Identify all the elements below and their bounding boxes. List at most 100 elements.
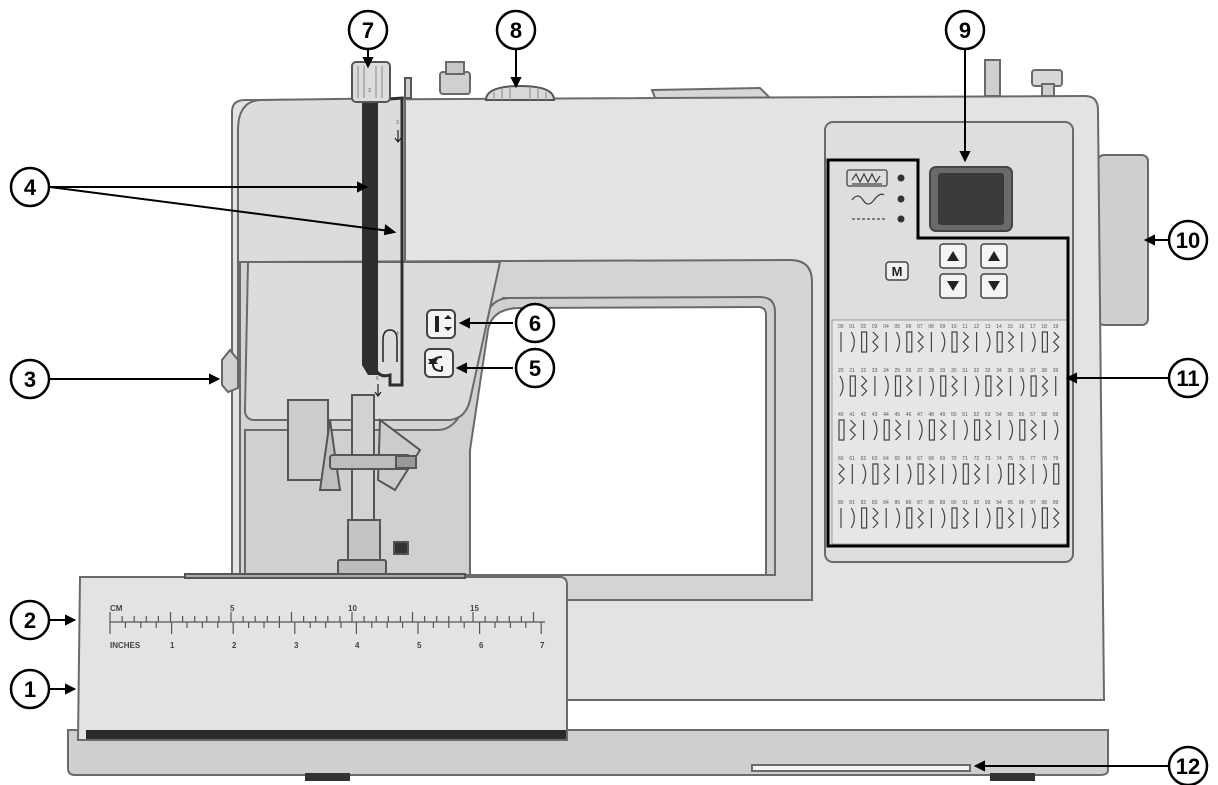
stitch-number: 11 bbox=[962, 324, 967, 330]
stitch-pattern-icon bbox=[985, 375, 992, 397]
thread-tension-dial: 3 bbox=[351, 61, 412, 103]
stitch-pattern-icon bbox=[838, 463, 845, 485]
stitch-number: 27 bbox=[917, 368, 923, 374]
stitch-number: 39 bbox=[1053, 368, 1059, 374]
stitch-number: 81 bbox=[849, 500, 855, 506]
thread-mark-3: 3 bbox=[396, 120, 399, 126]
stitch-number: 34 bbox=[996, 368, 1002, 374]
ruler-in-2: 2 bbox=[232, 641, 237, 650]
stitch-number: 21 bbox=[849, 368, 855, 374]
stitch-number: 80 bbox=[838, 500, 844, 506]
callout-4-label: 4 bbox=[24, 175, 37, 200]
callout-6: 6 bbox=[514, 302, 556, 344]
stitch-number: 93 bbox=[985, 500, 991, 506]
stitch-number: 74 bbox=[996, 456, 1002, 462]
stitch-pattern-icon bbox=[928, 419, 935, 441]
stitch-pattern-icon bbox=[939, 419, 947, 441]
top-dial bbox=[484, 84, 556, 101]
stitch-pattern-icon bbox=[850, 507, 855, 529]
reverse-button[interactable] bbox=[424, 348, 454, 378]
callout-2: 2 bbox=[9, 599, 51, 641]
stitch-pattern-icon bbox=[1031, 331, 1036, 353]
stitch-pattern-icon bbox=[975, 375, 980, 397]
length-down-button[interactable] bbox=[980, 273, 1008, 299]
stitch-pattern-icon bbox=[861, 507, 868, 529]
stitch-number: 15 bbox=[1008, 324, 1014, 330]
stitch-number: 87 bbox=[917, 500, 923, 506]
stitch-number: 40 bbox=[838, 412, 844, 418]
stitch-pattern-icon bbox=[1054, 419, 1059, 441]
stitch-pattern-icon bbox=[996, 507, 1003, 529]
stitch-number: 56 bbox=[1019, 412, 1025, 418]
stitch-pattern-icon bbox=[997, 463, 1002, 485]
stitch-number: 78 bbox=[1041, 456, 1047, 462]
stitch-pattern-icon bbox=[850, 331, 855, 353]
stitch-pattern-icon bbox=[986, 507, 991, 529]
stitch-number: 83 bbox=[872, 500, 878, 506]
stitch-pattern-icon bbox=[951, 375, 958, 397]
stitch-pattern-icon bbox=[951, 507, 958, 529]
stitch-number: 22 bbox=[861, 368, 867, 374]
stitch-number: 50 bbox=[951, 412, 957, 418]
stitch-pattern-icon bbox=[1019, 419, 1026, 441]
stitch-number: 38 bbox=[1041, 368, 1047, 374]
thread-mark-6: 6 bbox=[376, 376, 379, 382]
stitch-pattern-icon bbox=[962, 463, 969, 485]
stitch-number: 24 bbox=[883, 368, 889, 374]
width-up-button[interactable] bbox=[939, 243, 967, 269]
stitch-pattern-icon bbox=[872, 507, 879, 529]
needle-position-button[interactable] bbox=[426, 309, 456, 339]
stitch-number: 91 bbox=[962, 500, 968, 506]
stitch-number: 25 bbox=[895, 368, 901, 374]
stitch-pattern-icon bbox=[906, 507, 913, 529]
callout-5: 5 bbox=[514, 347, 556, 389]
stitch-pattern-icon bbox=[974, 419, 981, 441]
stitch-pattern-icon bbox=[1018, 463, 1026, 485]
width-down-button[interactable] bbox=[939, 273, 967, 299]
stitch-pattern-icon bbox=[917, 331, 924, 353]
stitch-number: 60 bbox=[838, 456, 844, 462]
stitch-number: 06 bbox=[906, 324, 912, 330]
stitch-number: 51 bbox=[962, 412, 968, 418]
stitch-number: 29 bbox=[940, 368, 946, 374]
stitch-number: 86 bbox=[906, 500, 912, 506]
indicator-led-3 bbox=[897, 215, 905, 223]
stitch-pattern-icon bbox=[928, 463, 936, 485]
stitch-number: 19 bbox=[1053, 324, 1059, 330]
callout-12: 12 bbox=[1167, 745, 1209, 785]
stitch-number: 02 bbox=[861, 324, 867, 330]
length-up-button[interactable] bbox=[980, 243, 1008, 269]
stitch-number: 10 bbox=[951, 324, 957, 330]
stitch-number: 28 bbox=[928, 368, 934, 374]
stitch-pattern-icon bbox=[883, 463, 891, 485]
stitch-number: 98 bbox=[1041, 500, 1047, 506]
stitch-number: 30 bbox=[951, 368, 957, 374]
thread-cutter bbox=[221, 348, 239, 394]
thread-mark-4: 4 bbox=[396, 331, 399, 337]
stitch-pattern-icon bbox=[1020, 375, 1025, 397]
callout-8-label: 8 bbox=[510, 18, 522, 43]
ruler-cm-label: CM bbox=[110, 604, 123, 613]
stitch-number: 95 bbox=[1008, 500, 1014, 506]
stitch-pattern-icon bbox=[986, 331, 991, 353]
stitch-number: 36 bbox=[1019, 368, 1025, 374]
stitch-number: 69 bbox=[940, 456, 946, 462]
stitch-number: 12 bbox=[974, 324, 980, 330]
stitch-number: 00 bbox=[838, 324, 844, 330]
mode-button-label: M bbox=[892, 264, 903, 279]
callout-12-label: 12 bbox=[1176, 754, 1200, 779]
stitch-number: 37 bbox=[1030, 368, 1036, 374]
stitch-number: 55 bbox=[1008, 412, 1014, 418]
stitch-pattern-icon bbox=[1041, 331, 1048, 353]
stitch-number: 89 bbox=[940, 500, 946, 506]
stitch-pattern-icon bbox=[895, 331, 901, 353]
stitch-pattern-icon bbox=[1042, 463, 1047, 485]
callout-1-label: 1 bbox=[24, 677, 36, 702]
callout-10-label: 10 bbox=[1176, 228, 1200, 253]
mode-button[interactable]: M bbox=[885, 261, 909, 281]
stitch-number: 85 bbox=[895, 500, 901, 506]
stitch-pattern-icon bbox=[849, 419, 857, 441]
callout-11: 11 bbox=[1167, 357, 1209, 399]
